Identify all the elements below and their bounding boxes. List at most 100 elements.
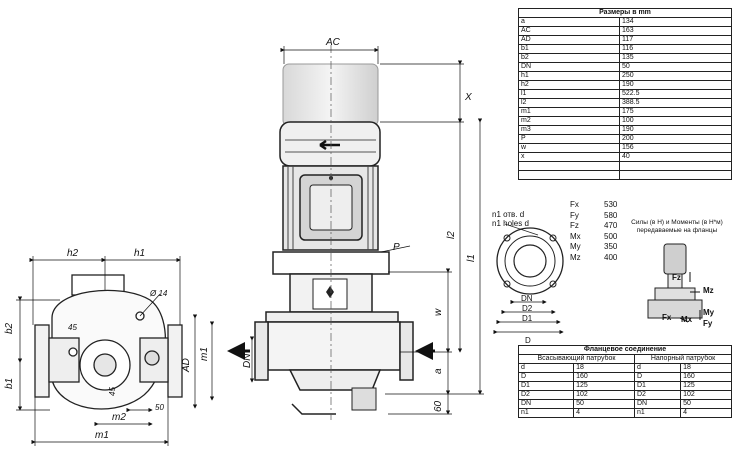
dim-45a: 45 (68, 323, 77, 332)
force-name: Mz (570, 252, 581, 262)
force-value: 400 (604, 252, 618, 262)
force-name: Fy (570, 210, 579, 220)
dimension-name: w (518, 143, 620, 153)
dimension-value: 190 (619, 80, 732, 90)
dimension-name (518, 161, 620, 171)
flange-d: D (525, 336, 531, 345)
pictogram-labels: Fz Mz Mx Fx My Fy (662, 273, 715, 328)
dim-60: 60 (433, 400, 444, 412)
dim-p: P (393, 242, 400, 253)
dimension-value: 135 (619, 53, 732, 63)
flange-param: D1 (517, 381, 575, 391)
flange-d1: D1 (522, 314, 533, 323)
dimensions-table-row (518, 170, 732, 180)
dimension-name: m2 (518, 116, 620, 126)
dim-m2: m2 (112, 412, 126, 423)
force-value: 530 (604, 200, 618, 209)
dimension-value: 100 (619, 116, 732, 126)
flange-param: n1 (517, 408, 575, 418)
dim-phi14: Ø 14 (149, 289, 168, 298)
dim-l1: l1 (466, 254, 477, 262)
label-mz: Mz (703, 286, 714, 295)
dim-m1-bottom: m1 (95, 430, 109, 441)
dimensions-table-title: Размеры в mm (518, 8, 732, 18)
force-name: Fz (570, 221, 579, 230)
dimension-value: 156 (619, 143, 732, 153)
front-view (227, 45, 435, 420)
flange-param: n1 (633, 408, 682, 418)
flange-param: D2 (633, 390, 682, 400)
dim-w: w (433, 308, 444, 316)
dimension-name: AD (518, 35, 620, 45)
dimension-name: b1 (518, 44, 620, 54)
dim-50: 50 (155, 403, 164, 412)
dimension-value: 250 (619, 71, 732, 81)
flange-param: D1 (633, 381, 682, 391)
label-fz: Fz (672, 273, 681, 282)
flange-value: 125 (573, 381, 635, 391)
dim-m1-side: m1 (199, 347, 210, 361)
flange-value: 125 (680, 381, 732, 391)
flange-dn: DN (521, 294, 533, 303)
flange-param: d (633, 363, 682, 373)
dimension-name (518, 170, 620, 180)
dim-l2: l2 (446, 231, 457, 239)
flange-value: 18 (573, 363, 635, 373)
front-dimension-labels: AC X P l2 l1 w a 60 DN (242, 37, 477, 412)
dim-ad: AD (181, 358, 192, 373)
force-row: Mz 400 (570, 253, 617, 264)
dimension-name: m1 (518, 107, 620, 117)
flange-value: 4 (680, 408, 732, 418)
top-view (34, 274, 183, 410)
flange-col-suction: Всасывающий патрубок (518, 354, 635, 364)
flange-col-discharge: Напорный патрубок (634, 354, 732, 364)
pump-pictogram (647, 243, 703, 323)
flange-dimension-labels: DN D2 D1 D (521, 294, 533, 345)
dim-45b: 45 (108, 387, 117, 396)
force-value: 500 (604, 231, 618, 241)
label-mx: Mx (681, 315, 693, 324)
label-fx: Fx (662, 313, 672, 322)
dim-b2: b2 (4, 322, 15, 334)
dimension-value: 40 (619, 152, 732, 162)
dim-a: a (433, 368, 444, 374)
force-value: 350 (604, 242, 618, 251)
flange-d2: D2 (522, 304, 533, 313)
top-dimension-labels: h2 h1 b2 b1 Ø 14 45 45 50 m2 m1 AD m1 (4, 248, 210, 441)
dimension-name: P (518, 134, 620, 144)
dimension-value (619, 161, 732, 171)
flange-value: 50 (680, 399, 732, 409)
holes-label-en: n1 holes d (492, 219, 529, 228)
flange-value: 160 (573, 372, 635, 382)
dimension-value: 163 (619, 26, 732, 36)
dimension-name: AC (518, 26, 620, 36)
dimension-value: 175 (619, 107, 732, 117)
flange-param: D2 (517, 390, 575, 400)
label-my: My (703, 308, 715, 317)
flange-value: 102 (680, 390, 732, 400)
flange-dimensions (493, 299, 564, 335)
dim-h1: h1 (134, 248, 145, 259)
flange-param: d (517, 363, 575, 373)
dimension-name: l2 (518, 98, 620, 108)
